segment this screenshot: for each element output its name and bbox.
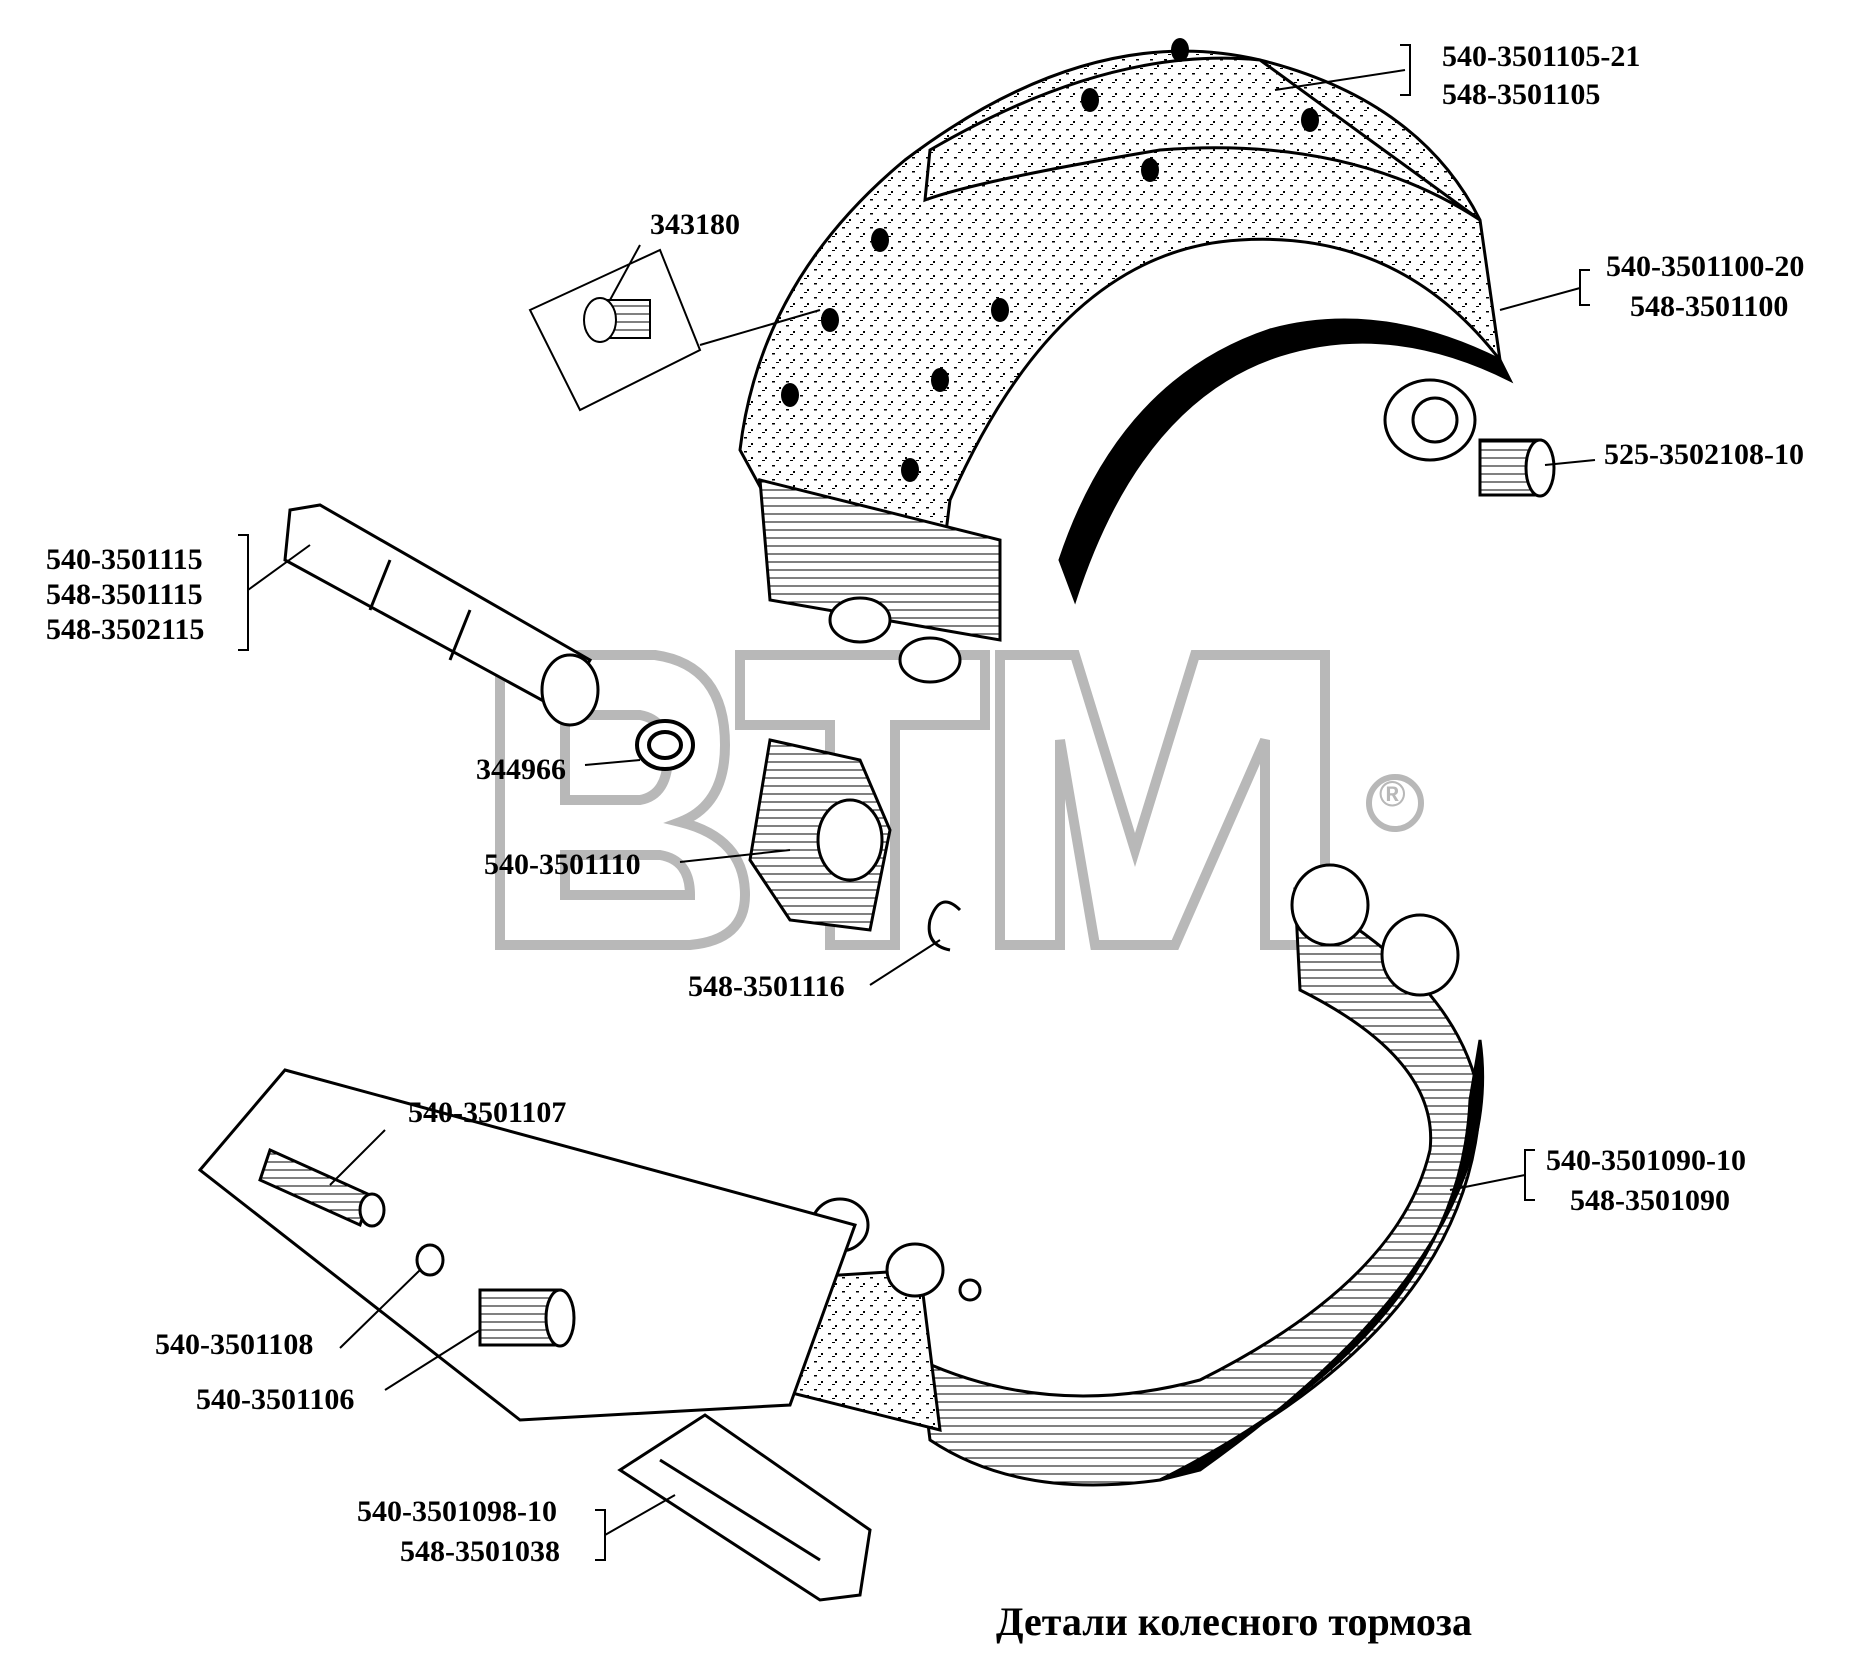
upper-brake-shoe-illustration	[738, 49, 1514, 684]
watermark-logo	[495, 650, 1330, 950]
label-camshaft-3: 548-3502115	[46, 613, 205, 646]
camshaft-illustration	[283, 503, 600, 727]
pin-illustration	[617, 1413, 872, 1602]
label-lower-shoe-2: 548-3501090	[1570, 1184, 1730, 1217]
snap-ring-illustration	[415, 1243, 445, 1277]
lining-rivet-holes	[781, 38, 1319, 482]
label-lining-2: 548-3501105	[1442, 78, 1601, 111]
label-rivet: 343180	[650, 208, 740, 241]
label-washer: 344966	[476, 753, 566, 786]
bracket-illustration	[748, 738, 892, 932]
axle-illustration	[197, 1068, 857, 1422]
bushing-illustration	[1478, 438, 1556, 498]
label-pin-2: 548-3501038	[400, 1535, 560, 1568]
registered-mark-ring	[1366, 774, 1424, 832]
label-camshaft-2: 548-3501115	[46, 578, 203, 611]
roller-illustration	[478, 1288, 576, 1348]
label-lining-1: 540-3501105-21	[1442, 40, 1641, 73]
label-bushing: 525-3502108-10	[1604, 438, 1804, 471]
label-lower-shoe-1: 540-3501090-10	[1546, 1144, 1746, 1177]
washer-illustration	[635, 719, 695, 771]
label-roller: 540-3501106	[196, 1383, 355, 1416]
lower-brake-shoe-illustration	[758, 863, 1485, 1487]
label-bracket: 540-3501110	[484, 848, 641, 881]
label-upper-shoe-1: 540-3501100-20	[1606, 250, 1805, 283]
label-pin-1: 540-3501098-10	[357, 1495, 557, 1528]
registered-mark: ®	[1379, 773, 1406, 814]
label-lock-ring: 548-3501116	[688, 970, 845, 1003]
label-snap-ring: 540-3501108	[155, 1328, 314, 1361]
label-camshaft-1: 540-3501115	[46, 543, 203, 576]
label-upper-shoe-2: 548-3501100	[1630, 290, 1789, 323]
diagram-title: Детали колесного тормоза	[996, 1599, 1472, 1644]
rivet-illustration	[528, 248, 702, 412]
lock-ring-illustration	[927, 900, 962, 952]
label-axle: 540-3501107	[408, 1096, 567, 1129]
leader-lines	[238, 44, 1596, 1561]
